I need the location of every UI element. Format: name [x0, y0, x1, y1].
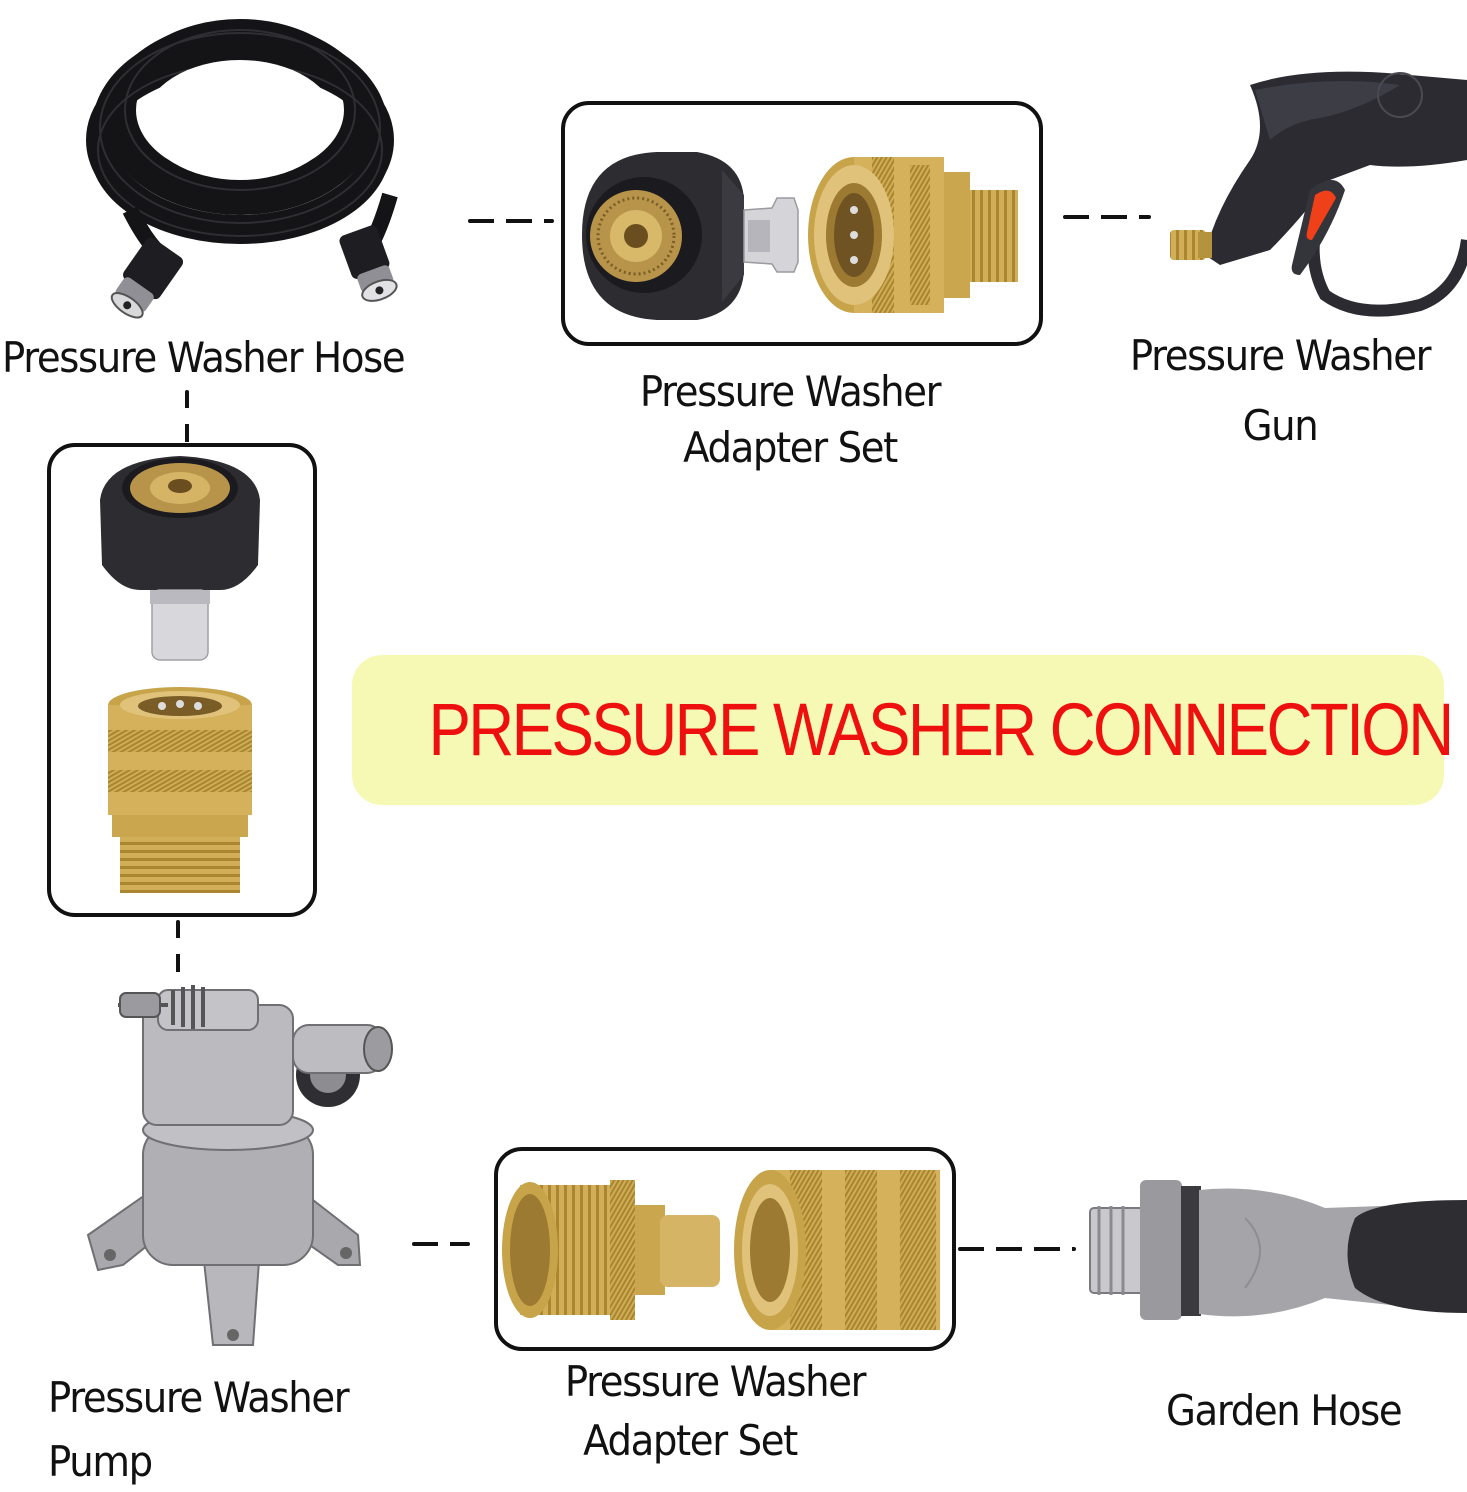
connector-left-adapter-to-pump	[176, 920, 180, 976]
bottom-adapter-label-line2: Adapter Set	[583, 1416, 798, 1465]
hose-label: Pressure Washer Hose	[2, 333, 406, 382]
pump-label-line2: Pump	[48, 1437, 153, 1486]
garden-hose-label: Garden Hose	[1166, 1386, 1403, 1435]
gun-label-line1: Pressure Washer	[1129, 331, 1432, 380]
connector-bottom-adapter-to-garden-hose	[958, 1247, 1076, 1251]
garden-adapter-set-icon	[502, 1170, 940, 1330]
garden-hose-nozzle-icon	[1089, 1180, 1467, 1320]
gun-label-line2: Gun	[1242, 401, 1319, 450]
coiled-hose-icon	[86, 19, 398, 319]
spray-gun-icon	[1170, 71, 1467, 317]
adapter-set-vertical-icon	[100, 456, 260, 893]
pump-icon	[86, 985, 393, 1346]
bottom-adapter-label-line1: Pressure Washer	[564, 1357, 867, 1406]
connector-pump-to-bottom-adapter	[412, 1242, 470, 1246]
top-adapter-label-line1: Pressure Washer	[639, 367, 942, 416]
page-title: PRESSURE WASHER CONNECTION MAP	[428, 688, 1467, 771]
connector-top-adapter-to-gun	[1063, 215, 1151, 219]
connector-hose-to-top-adapter	[468, 219, 554, 223]
adapter-set-icon	[582, 152, 1018, 320]
pump-label-line1: Pressure Washer	[48, 1373, 350, 1422]
top-adapter-label-line2: Adapter Set	[683, 423, 898, 472]
title-banner: PRESSURE WASHER CONNECTION MAP	[352, 655, 1467, 805]
connector-hose-to-left-adapter	[185, 390, 189, 444]
